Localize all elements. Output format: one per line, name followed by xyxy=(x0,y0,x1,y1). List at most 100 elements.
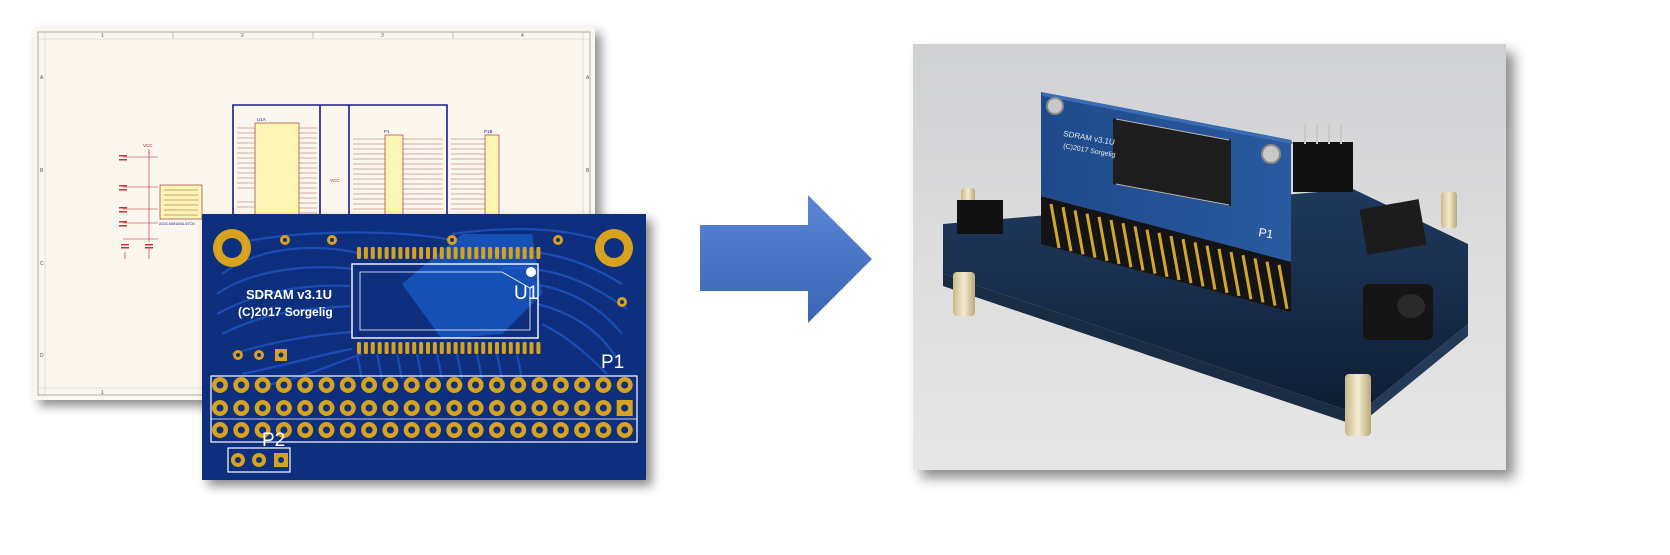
u1-pad-bottom xyxy=(481,342,486,354)
via-hole xyxy=(236,353,240,357)
u1-inner-outline xyxy=(359,271,531,331)
header-pin xyxy=(1181,238,1193,284)
p1-pad-row2-hole xyxy=(259,404,267,412)
p1-pad-row1-hole xyxy=(599,381,607,389)
standoff-front-right xyxy=(1345,374,1371,436)
u1-pad-bottom xyxy=(398,342,403,354)
u1-pad-bottom xyxy=(419,342,424,354)
p1-pad-row2-hole xyxy=(536,404,543,412)
pcb-copyright: (C)2017 Sorgelig xyxy=(238,305,333,319)
u1-silk-outline xyxy=(351,263,539,339)
p1-pad-row3-hole xyxy=(280,426,288,434)
u1-pad-top xyxy=(419,247,424,259)
p1-pad-row2-hole xyxy=(408,404,416,412)
p1-pad-row1-hole xyxy=(472,381,480,389)
grid-row-b-right: B xyxy=(586,168,590,174)
sdram-chip-symbol xyxy=(254,122,300,216)
u1-pad-bottom xyxy=(467,342,472,354)
u1-pad-top xyxy=(460,247,465,259)
p1-pad-row3-hole xyxy=(472,426,480,434)
p1-pad-row2-hole xyxy=(323,404,330,412)
module-mount-hole-left xyxy=(1046,97,1064,115)
u1-pad-top xyxy=(495,247,499,259)
p1-pad-row2-hole xyxy=(514,404,522,412)
p1-pad-row2-hole xyxy=(450,404,458,412)
p1-pad-row3-hole xyxy=(514,426,522,434)
p1-pad-row1-hole xyxy=(621,381,629,389)
u1-pad-bottom xyxy=(460,342,465,354)
grid-col-2: 2 xyxy=(241,33,244,39)
back-header-pins xyxy=(1304,124,1342,144)
header-p1b-symbol xyxy=(484,134,500,218)
u1-pad-top xyxy=(398,247,403,259)
u1-pad-bottom xyxy=(453,342,458,354)
header-ref: P1 xyxy=(384,129,390,134)
header-pin xyxy=(1121,222,1133,268)
header-pin xyxy=(1097,216,1109,262)
module-header-label: P1 xyxy=(1257,225,1274,241)
u1-pad-top xyxy=(501,247,506,259)
p1-pad-row3-hole xyxy=(216,426,224,434)
power-chip xyxy=(159,184,203,220)
p1-pad-row2-hole xyxy=(301,404,309,412)
module-header-strip xyxy=(1041,196,1291,312)
u1-pad-top xyxy=(391,247,396,259)
pcb-u1-label: U1 xyxy=(514,283,539,304)
u1-pad-top xyxy=(474,247,479,259)
u1-pad-top xyxy=(488,247,493,259)
p1-pad-row1-hole xyxy=(408,381,416,389)
header-pin xyxy=(1049,203,1061,249)
header-p1-lines xyxy=(353,138,443,210)
u1-pad-top xyxy=(522,247,527,259)
p1-pad-row2-hole xyxy=(344,404,352,412)
mount-hole-left-hole xyxy=(222,238,242,258)
header-pin xyxy=(1205,245,1217,290)
p1-pad-row2-hole xyxy=(237,404,245,412)
u1-pad-top xyxy=(384,247,389,259)
u1-pad-top xyxy=(536,247,541,259)
chip-pin-lines xyxy=(237,127,317,214)
u1-pad-bottom xyxy=(508,342,513,354)
bus-lines xyxy=(232,104,448,217)
p1-pad-row2-hole xyxy=(557,404,565,412)
u1-pad-top xyxy=(426,247,430,259)
via-square-hole xyxy=(278,352,284,358)
vcc-label-2: VCC xyxy=(330,178,340,183)
header-pin xyxy=(1145,229,1157,274)
left-connector xyxy=(957,200,1003,234)
u1-pad-bottom xyxy=(522,342,527,354)
header-pin xyxy=(1253,258,1265,303)
grid-row-a: A xyxy=(40,75,44,81)
p1-pad-row3-hole xyxy=(429,426,437,434)
p1-pad-row2-hole xyxy=(365,404,373,412)
p1-pad-row2-hole xyxy=(578,404,586,412)
u1-pad-bottom xyxy=(446,342,451,354)
p1-pad-row1-hole xyxy=(259,381,267,389)
pcb-p2-label: P2 xyxy=(262,430,286,451)
p1-pad-row3-hole xyxy=(536,426,543,434)
via-hole xyxy=(257,353,261,357)
p1-pad-row3-hole xyxy=(344,426,352,434)
grid-col-3: 3 xyxy=(381,33,384,39)
u1-pad-top xyxy=(377,247,382,259)
u1-pad-top xyxy=(357,247,361,259)
p1-pad-row2-hole xyxy=(493,404,501,412)
u1-pad-bottom xyxy=(370,342,375,354)
u1-pad-bottom xyxy=(357,342,361,354)
header-pin xyxy=(1157,232,1169,278)
u1-pad-bottom xyxy=(432,342,437,354)
p1-pad-row2-hole xyxy=(429,404,437,412)
pcb-pads xyxy=(212,229,633,467)
p1-pad-row3-hole xyxy=(237,426,245,434)
sdram-chip xyxy=(1113,118,1231,206)
base-board-edge xyxy=(943,274,1358,426)
p2-silk-outline xyxy=(227,447,291,473)
p1-pad-row3-hole xyxy=(493,426,501,434)
header-pin xyxy=(1073,210,1085,255)
grid-row-b: B xyxy=(40,168,44,174)
u1-pad-bottom xyxy=(405,342,410,354)
u1-pad-bottom xyxy=(377,342,382,354)
p1-pad-row1-hole xyxy=(323,381,330,389)
header-pin xyxy=(1229,251,1241,297)
vcc-label: VCC xyxy=(143,143,153,148)
